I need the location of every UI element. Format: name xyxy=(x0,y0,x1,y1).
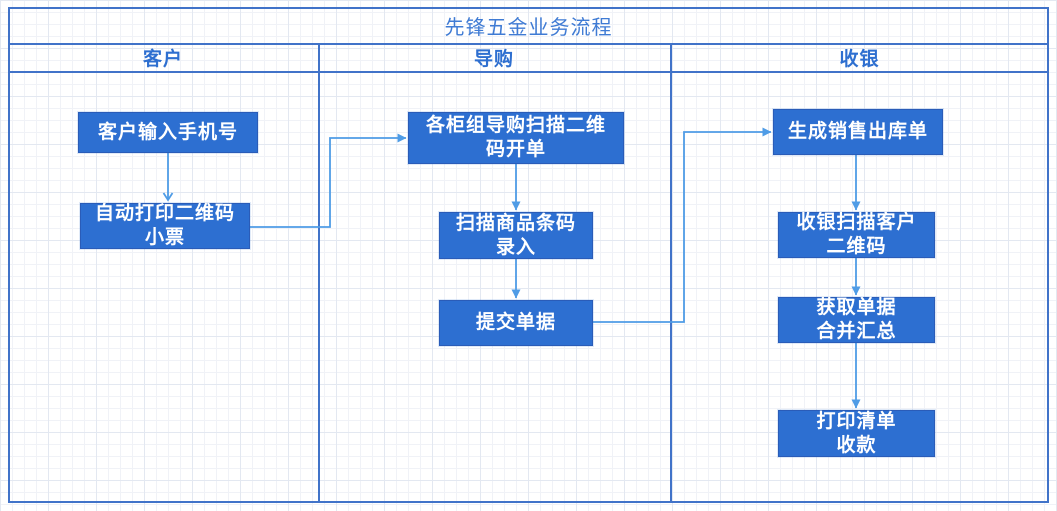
node-print-qr-label: 自动打印二维码 小票 xyxy=(94,203,235,248)
node-submit-doc[interactable]: 提交单据 xyxy=(439,300,593,346)
node-enter-phone[interactable]: 客户输入手机号 xyxy=(78,112,258,153)
node-merge-docs[interactable]: 获取单据 合并汇总 xyxy=(778,297,935,343)
node-scan-barcode[interactable]: 扫描商品条码 录入 xyxy=(439,212,593,259)
diagram-title: 先锋五金业务流程 xyxy=(444,16,613,39)
flowchart-frame xyxy=(8,7,1049,503)
node-print-collect[interactable]: 打印清单 收款 xyxy=(778,410,935,457)
title-separator xyxy=(8,43,1049,45)
lane-divider-1 xyxy=(318,43,320,503)
lane-header-customer: 客户 xyxy=(142,48,183,70)
header-separator xyxy=(8,71,1049,73)
node-cashier-scan-label: 收银扫描客户 二维码 xyxy=(796,212,917,257)
node-gen-outbound-label: 生成销售出库单 xyxy=(787,121,928,143)
node-scan-qr-order[interactable]: 各柜组导购扫描二维 码开单 xyxy=(408,112,624,164)
lane-header-cashier: 收银 xyxy=(839,48,880,70)
lane-header-guide: 导购 xyxy=(473,48,514,70)
node-print-collect-label: 打印清单 收款 xyxy=(816,410,897,456)
node-submit-doc-label: 提交单据 xyxy=(475,312,556,334)
node-enter-phone-label: 客户输入手机号 xyxy=(97,121,238,143)
node-scan-qr-order-label: 各柜组导购扫描二维 码开单 xyxy=(425,115,606,160)
node-cashier-scan[interactable]: 收银扫描客户 二维码 xyxy=(778,212,935,258)
node-print-qr[interactable]: 自动打印二维码 小票 xyxy=(80,203,250,249)
node-scan-barcode-label: 扫描商品条码 录入 xyxy=(455,212,576,258)
node-merge-docs-label: 获取单据 合并汇总 xyxy=(816,297,897,342)
lane-divider-2 xyxy=(670,43,672,503)
node-gen-outbound[interactable]: 生成销售出库单 xyxy=(773,109,943,155)
